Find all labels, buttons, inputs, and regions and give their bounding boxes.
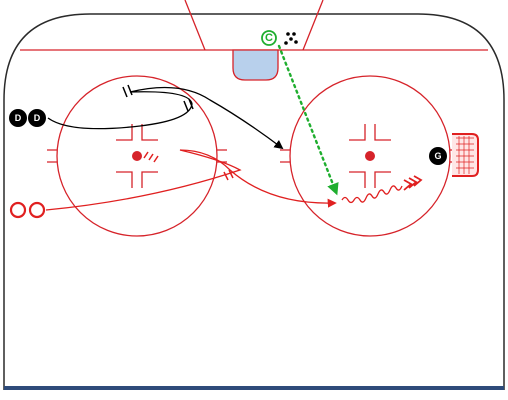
goalie-token: G	[429, 147, 447, 165]
faceoff-dot-left	[132, 151, 142, 161]
coach-token: C	[261, 30, 277, 46]
defense-token-1: D	[9, 109, 27, 127]
faceoff-circle-left	[47, 75, 227, 237]
faceoff-dot-right	[365, 151, 375, 161]
shot-chevrons	[403, 175, 423, 191]
stop-mark-4	[223, 169, 234, 181]
forward-token-1	[9, 201, 27, 219]
defense-2-label: D	[34, 113, 41, 123]
goalie-label: G	[434, 151, 441, 161]
stop-mark-2	[183, 98, 194, 112]
defense-skate-path	[47, 86, 284, 150]
rink-boards	[3, 13, 505, 390]
goal-crease	[232, 49, 279, 81]
stickhandle-arrow-icon	[341, 185, 403, 204]
faceoff-circle-right	[280, 75, 460, 237]
crease-left-line	[184, 0, 206, 51]
puck-pile-icon	[284, 32, 298, 45]
defense-1-label: D	[15, 113, 22, 123]
coach-label: C	[265, 32, 273, 44]
net-icon	[452, 133, 479, 177]
bottom-edge-bar	[4, 386, 504, 390]
forward-skate-path	[45, 149, 337, 211]
coach-pass-path	[277, 44, 339, 196]
stop-mark-3	[143, 151, 159, 163]
crease-right-line	[302, 0, 324, 51]
stop-mark-1	[122, 84, 133, 98]
defense-token-2: D	[28, 109, 46, 127]
forward-token-2	[28, 201, 46, 219]
